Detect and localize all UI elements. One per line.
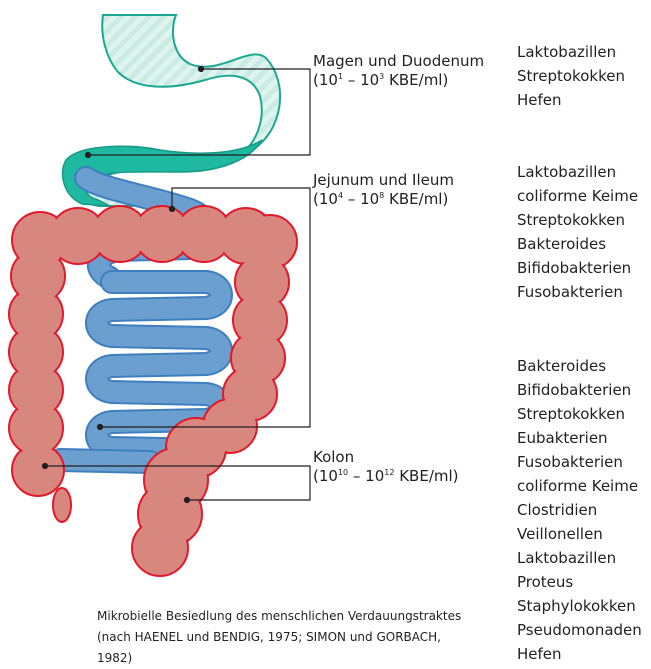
list-item: coliforme Keime	[517, 184, 638, 208]
region-label-stomach: Magen und Duodenum (101 – 103 KBE/ml)	[313, 52, 484, 90]
list-item: Laktobazillen	[517, 40, 625, 64]
list-item: Streptokokken	[517, 402, 642, 426]
list-item: Bakteroides	[517, 354, 642, 378]
region-name: Kolon	[313, 448, 354, 466]
list-item: Proteus	[517, 570, 642, 594]
region-concentration: (1010 – 1012 KBE/ml)	[313, 467, 459, 486]
list-item: Veillonellen	[517, 522, 642, 546]
region-label-colon: Kolon (1010 – 1012 KBE/ml)	[313, 448, 459, 486]
list-item: Eubakterien	[517, 426, 642, 450]
region-name: Magen und Duodenum	[313, 52, 484, 70]
leader-dot-colon-left	[43, 464, 48, 469]
appendix-shape	[53, 488, 71, 522]
bacteria-list-small-intestine: Laktobazillen coliforme Keime Streptokok…	[517, 160, 638, 304]
list-item: Fusobakterien	[517, 280, 638, 304]
figure-caption: Mikrobielle Besiedlung des menschlichen …	[97, 606, 467, 669]
list-item: Hefen	[517, 642, 642, 666]
list-item: Laktobazillen	[517, 546, 642, 570]
region-concentration: (101 – 103 KBE/ml)	[313, 71, 484, 90]
colon-lobe-fill	[134, 522, 187, 575]
list-item: Fusobakterien	[517, 450, 642, 474]
list-item: coliforme Keime	[517, 474, 642, 498]
list-item: Hefen	[517, 88, 625, 112]
list-item: Clostridien	[517, 498, 642, 522]
bacteria-list-stomach: Laktobazillen Streptokokken Hefen	[517, 40, 625, 112]
list-item: Bifidobakterien	[517, 378, 642, 402]
bacteria-list-colon: Bakteroides Bifidobakterien Streptokokke…	[517, 354, 642, 666]
leader-dot-duodenum	[86, 153, 91, 158]
list-item: Staphylokokken	[517, 594, 642, 618]
list-item: Bakteroides	[517, 232, 638, 256]
list-item: Bifidobakterien	[517, 256, 638, 280]
leader-dot-jejunum	[170, 207, 175, 212]
region-label-small-intestine: Jejunum und Ileum (104 – 108 KBE/ml)	[313, 171, 454, 209]
leader-dot-stomach	[199, 67, 204, 72]
list-item: Laktobazillen	[517, 160, 638, 184]
list-item: Pseudomonaden	[517, 618, 642, 642]
leader-dot-colon-right	[185, 498, 190, 503]
region-name: Jejunum und Ileum	[313, 171, 454, 189]
leader-dot-ileum	[98, 425, 103, 430]
region-concentration: (104 – 108 KBE/ml)	[313, 190, 454, 209]
list-item: Streptokokken	[517, 208, 638, 232]
list-item: Streptokokken	[517, 64, 625, 88]
